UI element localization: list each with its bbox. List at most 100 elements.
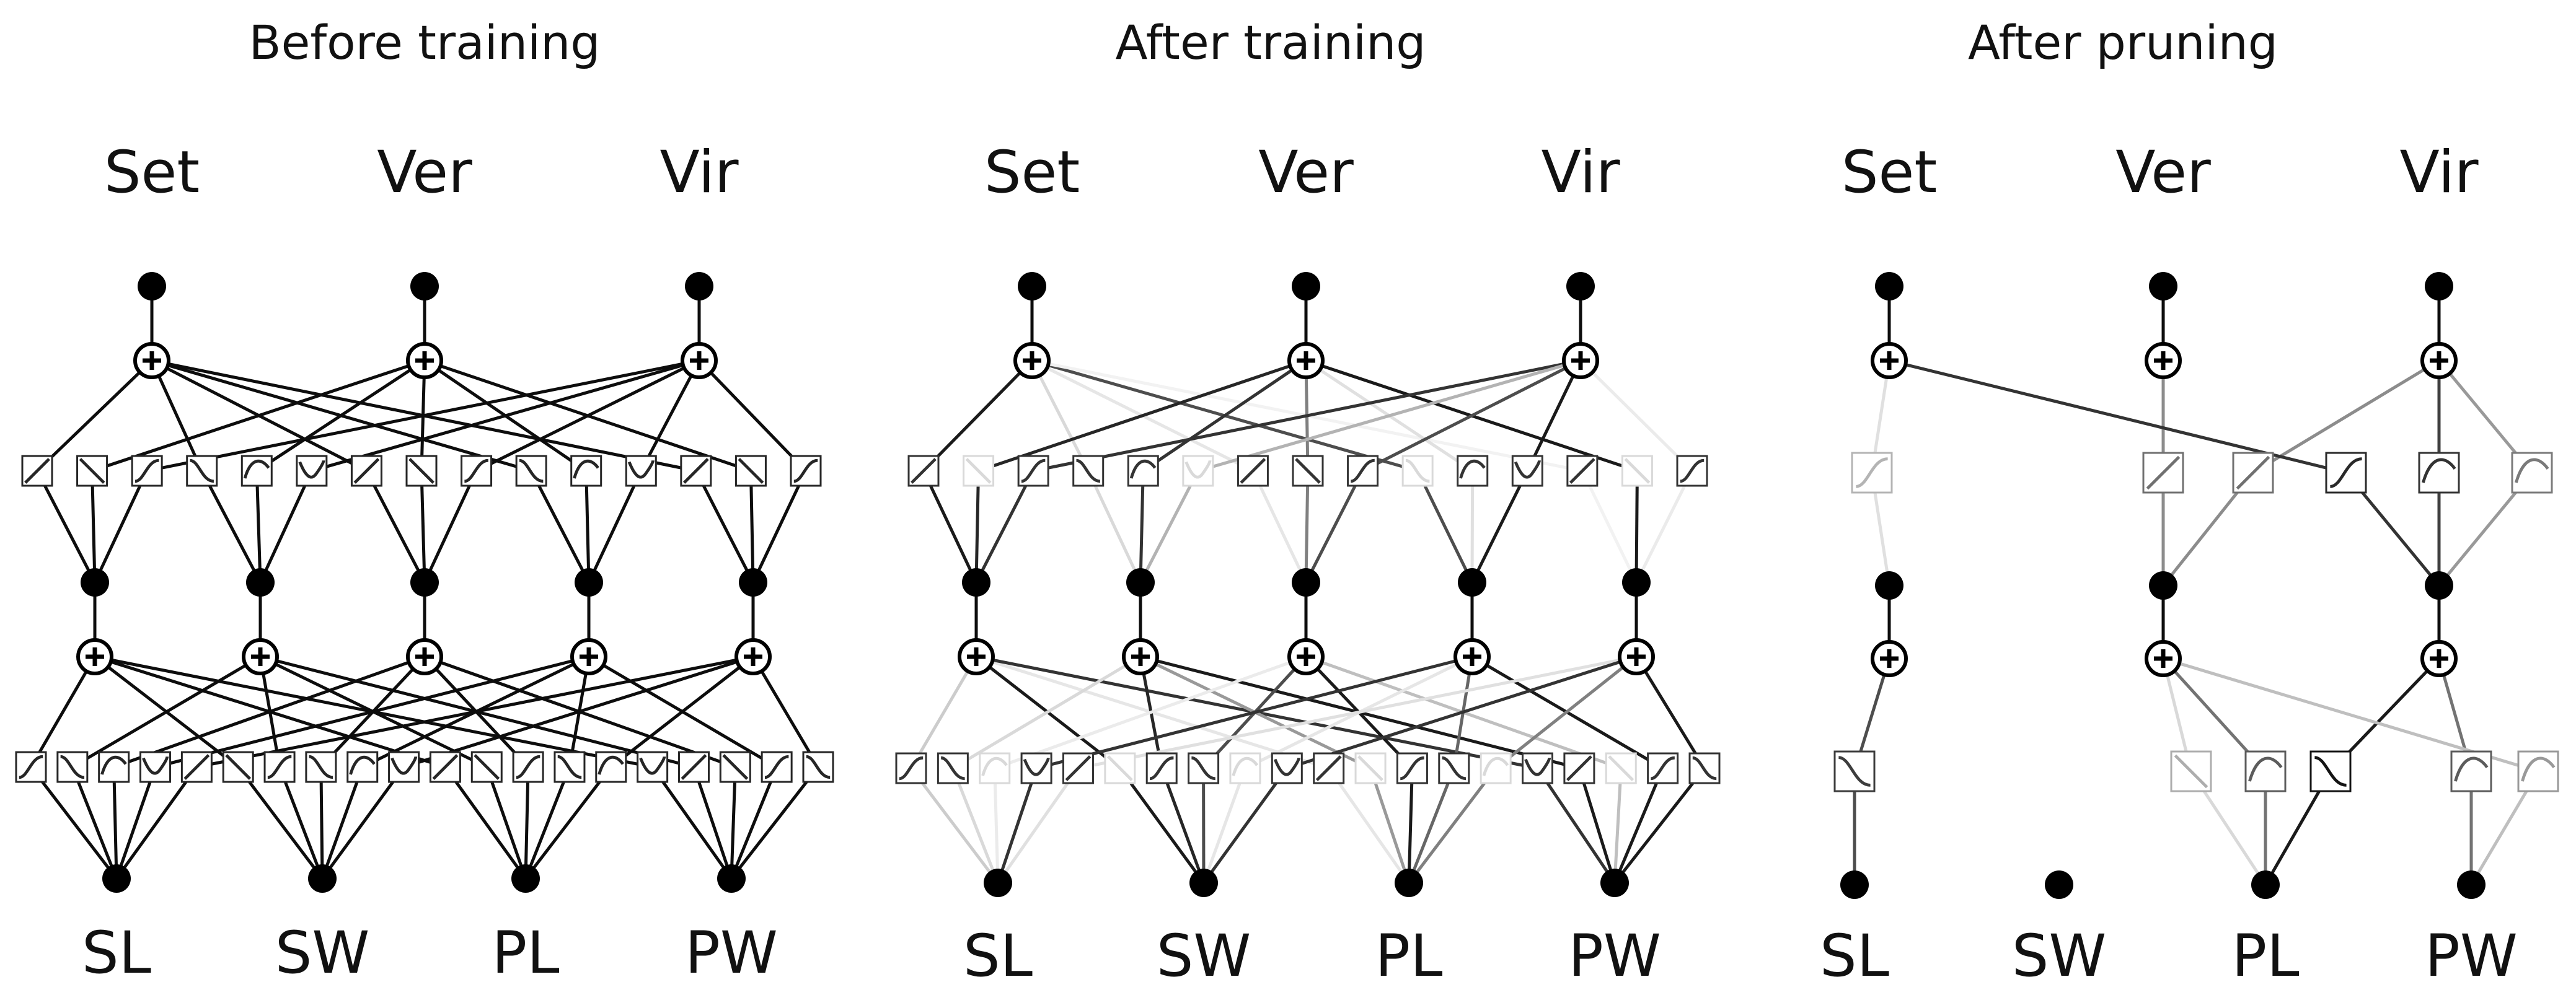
activation-curve bbox=[1075, 458, 1101, 483]
activation-box bbox=[1072, 455, 1105, 487]
activation-curve bbox=[764, 755, 789, 779]
activation-curve bbox=[135, 458, 159, 483]
activation-curve bbox=[1680, 458, 1705, 483]
edge bbox=[154, 655, 589, 769]
activation-box bbox=[350, 455, 382, 487]
activation-box bbox=[719, 751, 751, 783]
activation-curve bbox=[1569, 458, 1595, 484]
edge bbox=[320, 766, 405, 880]
activation-box bbox=[346, 751, 379, 783]
activation-frame bbox=[1020, 752, 1052, 784]
edge bbox=[1077, 655, 1637, 770]
activation-box bbox=[1676, 455, 1708, 487]
activation-frame bbox=[625, 455, 657, 487]
panel-title: After pruning bbox=[1968, 15, 2278, 70]
edge bbox=[730, 766, 737, 879]
activation-curve bbox=[1692, 756, 1717, 781]
output-label: Ver bbox=[2115, 139, 2211, 206]
activation-curve bbox=[1442, 756, 1467, 781]
edge bbox=[1613, 768, 1623, 883]
activation-curve bbox=[298, 460, 325, 479]
edge bbox=[200, 470, 262, 584]
activation-curve bbox=[1566, 755, 1592, 781]
edge bbox=[258, 470, 314, 584]
activation-box bbox=[2450, 750, 2492, 792]
edge bbox=[698, 359, 807, 472]
activation-curve bbox=[2454, 756, 2489, 782]
activation-box bbox=[222, 751, 254, 783]
edge bbox=[524, 766, 571, 879]
activation-curve bbox=[2146, 455, 2181, 490]
activation-curve bbox=[349, 755, 376, 775]
activation-curve bbox=[682, 458, 709, 484]
activation-curve bbox=[189, 458, 214, 483]
activation-curve bbox=[722, 754, 749, 780]
node bbox=[739, 568, 767, 597]
activation-box bbox=[1566, 455, 1599, 487]
activation-curve bbox=[793, 458, 818, 483]
activation-box bbox=[895, 752, 927, 784]
edge bbox=[1160, 768, 1206, 883]
edge bbox=[977, 359, 1307, 473]
edge bbox=[1286, 655, 1637, 770]
activation-curve bbox=[408, 458, 434, 484]
edge bbox=[30, 766, 118, 880]
activation-frame bbox=[1271, 752, 1303, 784]
edge bbox=[1304, 470, 1364, 584]
input-labels: SL SW PL PW bbox=[963, 923, 1661, 990]
activation-curve bbox=[474, 754, 500, 780]
activation-box bbox=[2142, 452, 2184, 494]
edge bbox=[1251, 470, 1308, 584]
activation-box bbox=[1522, 752, 1554, 784]
activation-curve bbox=[1524, 757, 1551, 776]
edge bbox=[922, 470, 978, 584]
activation-curve bbox=[965, 458, 992, 484]
panel-title: After training bbox=[1115, 15, 1426, 70]
activation-curve bbox=[2174, 754, 2208, 789]
activation-curve bbox=[940, 756, 965, 781]
edge bbox=[1416, 470, 1474, 584]
edge bbox=[444, 766, 527, 880]
edge bbox=[751, 655, 820, 768]
edge bbox=[1118, 767, 1206, 884]
edge bbox=[423, 470, 478, 584]
activation-box bbox=[1605, 752, 1637, 784]
edge bbox=[1139, 470, 1145, 583]
activation-curve bbox=[899, 756, 924, 781]
panel-graph bbox=[15, 272, 834, 893]
activation-curve bbox=[557, 755, 582, 779]
edge bbox=[1362, 359, 1582, 473]
network-graph bbox=[15, 272, 2559, 899]
activation-curve bbox=[1273, 757, 1300, 776]
edge bbox=[475, 359, 700, 473]
activation-box bbox=[56, 751, 89, 783]
activation-frame bbox=[1522, 752, 1554, 784]
edge bbox=[36, 359, 153, 472]
activation-box bbox=[186, 455, 218, 487]
edge bbox=[749, 470, 755, 583]
activation-box bbox=[21, 455, 53, 487]
output-label: Set bbox=[104, 139, 200, 206]
activation-box bbox=[429, 751, 461, 783]
edge bbox=[610, 655, 754, 768]
edge bbox=[146, 359, 700, 473]
activation-box bbox=[1347, 455, 1379, 487]
edge bbox=[1202, 767, 1289, 884]
edge bbox=[730, 766, 779, 879]
edge bbox=[730, 766, 819, 880]
node bbox=[1622, 568, 1651, 597]
activation-box bbox=[1563, 752, 1595, 784]
node bbox=[717, 864, 746, 893]
activation-curve bbox=[1315, 755, 1342, 781]
node bbox=[2425, 272, 2453, 300]
node bbox=[685, 272, 713, 300]
activation-box bbox=[1237, 455, 1269, 487]
activation-frame bbox=[388, 751, 420, 783]
node bbox=[1840, 870, 1869, 899]
edge bbox=[71, 766, 118, 879]
input-label: SL bbox=[82, 919, 151, 987]
edge bbox=[1407, 768, 1414, 883]
activation-curve bbox=[2521, 756, 2556, 782]
node bbox=[1458, 568, 1486, 597]
